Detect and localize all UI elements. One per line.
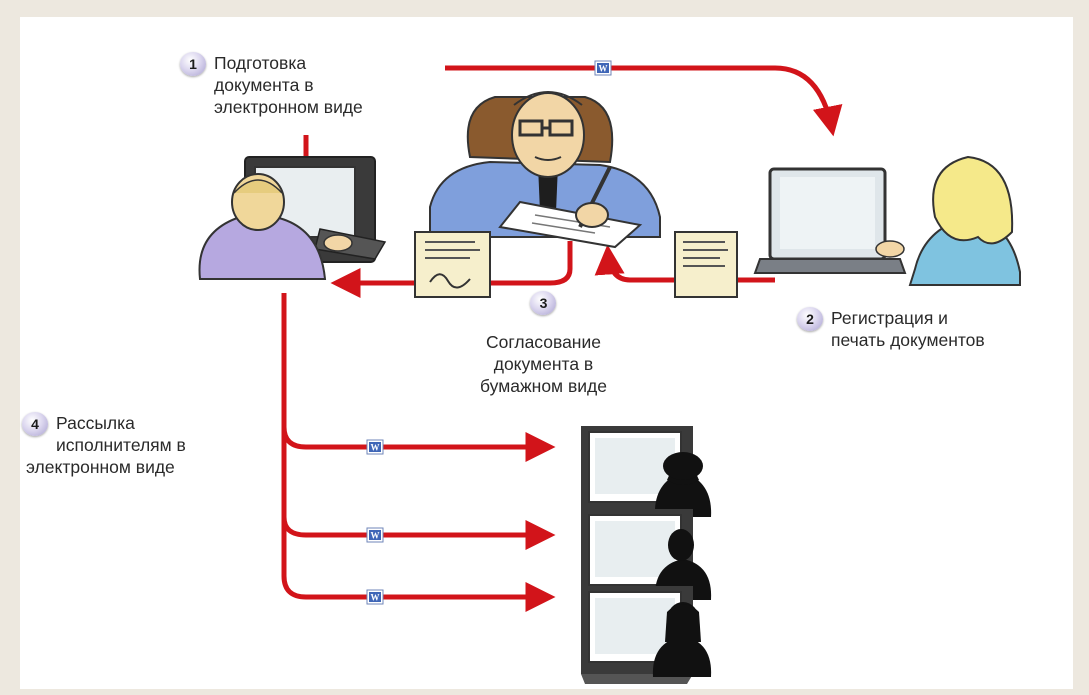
step-number-badge: 1 — [180, 52, 206, 76]
step-text-line: документа в — [493, 354, 594, 374]
workflow-illustration: W — [198, 60, 1021, 685]
step-text-line: исполнителям в — [56, 435, 186, 455]
paper-document-icon — [414, 231, 491, 298]
step-number-badge: 2 — [797, 307, 823, 331]
arrow-top — [445, 65, 843, 137]
step-number-badge: 3 — [530, 291, 557, 315]
step-text-line: электронном виде — [214, 97, 363, 117]
step-text-line: документа в — [214, 75, 314, 95]
clerk-figure — [198, 156, 387, 280]
step-text-line: Подготовка — [214, 53, 307, 73]
arrow-to-manager — [594, 244, 775, 283]
arrow-trunk — [281, 293, 350, 600]
step-4-label: 4 Рассылка исполнителям в электронном ви… — [22, 412, 186, 478]
word-document-icon — [366, 589, 384, 605]
step-text-line: Регистрация и — [831, 308, 948, 328]
word-document-icon — [366, 439, 384, 455]
step-number-badge: 4 — [22, 412, 48, 436]
word-document-icon — [366, 527, 384, 543]
diagram-panel: W — [20, 17, 1073, 689]
step-text-line: Согласование — [485, 332, 601, 352]
executor-silhouette — [580, 425, 712, 525]
manager-figure — [429, 91, 661, 249]
secretary-figure — [753, 155, 1021, 286]
word-document-icon — [594, 60, 612, 76]
paper-document-icon — [674, 231, 738, 298]
arrow-return-left — [330, 241, 573, 298]
arrow-branch-2 — [281, 516, 556, 550]
step-text-line: электронном виде — [26, 457, 175, 477]
step-1-label: 1 Подготовка документа в электронном вид… — [180, 52, 363, 118]
step-text-line: бумажном виде — [480, 376, 607, 396]
step-3-label: 3 Согласование документа в бумажном виде — [480, 291, 607, 397]
step-2-label: 2 Регистрация и печать документов — [797, 307, 985, 351]
step-text-line: Рассылка — [56, 413, 135, 433]
step-text-line: печать документов — [831, 330, 985, 350]
flow-arrows — [281, 65, 843, 612]
arrow-branch-1 — [281, 426, 556, 462]
executor-silhouette — [580, 585, 712, 685]
